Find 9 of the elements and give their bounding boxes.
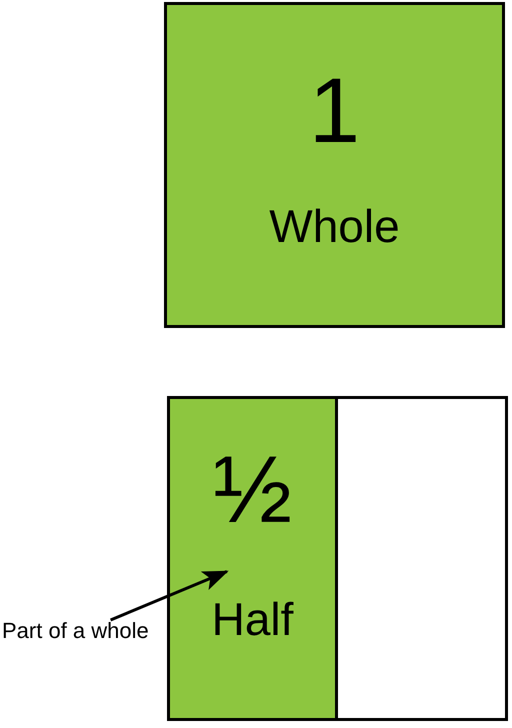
unshaded-half [335,396,508,721]
numeral: 1 [308,65,360,157]
fraction: ½ [212,443,292,538]
node-label: Half [212,596,294,642]
whole-square [164,2,505,328]
leader-arrow [110,570,229,622]
shaded-half [167,396,338,721]
callout-text: Part of a whole [2,620,149,642]
node-label: Whole [269,203,400,249]
